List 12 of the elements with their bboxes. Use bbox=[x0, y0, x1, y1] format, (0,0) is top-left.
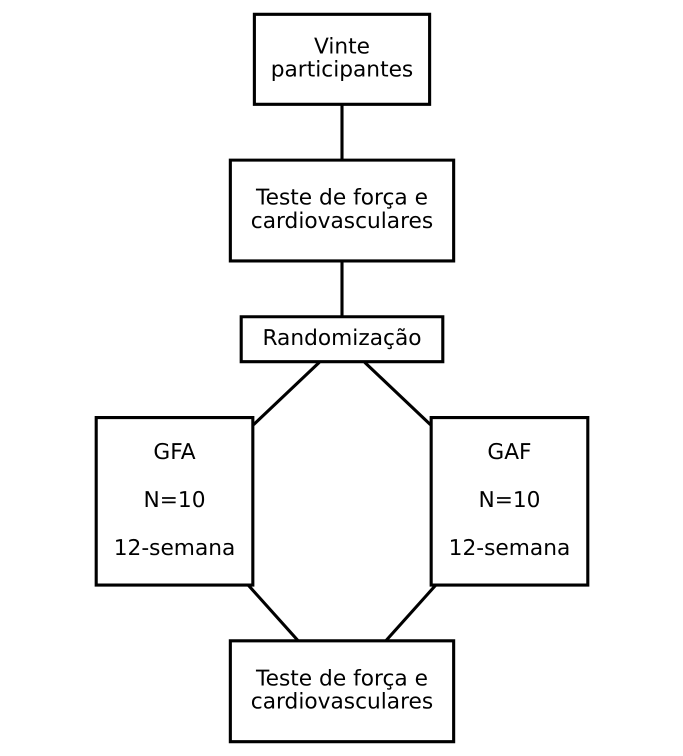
connector bbox=[384, 584, 436, 642]
connector bbox=[246, 584, 298, 642]
node-box: GFA N=10 12-semana bbox=[94, 416, 254, 587]
connector bbox=[252, 361, 320, 426]
node-box: Vinte participantes bbox=[252, 12, 431, 106]
connector bbox=[340, 261, 344, 317]
connector bbox=[340, 104, 344, 160]
connector bbox=[363, 361, 432, 426]
node-box: Teste de força e cardiovasculares bbox=[228, 158, 455, 262]
node-box: Teste de força e cardiovasculares bbox=[228, 639, 455, 744]
node-box: GAF N=10 12-semana bbox=[429, 416, 589, 587]
node-box: Randomização bbox=[239, 315, 444, 364]
